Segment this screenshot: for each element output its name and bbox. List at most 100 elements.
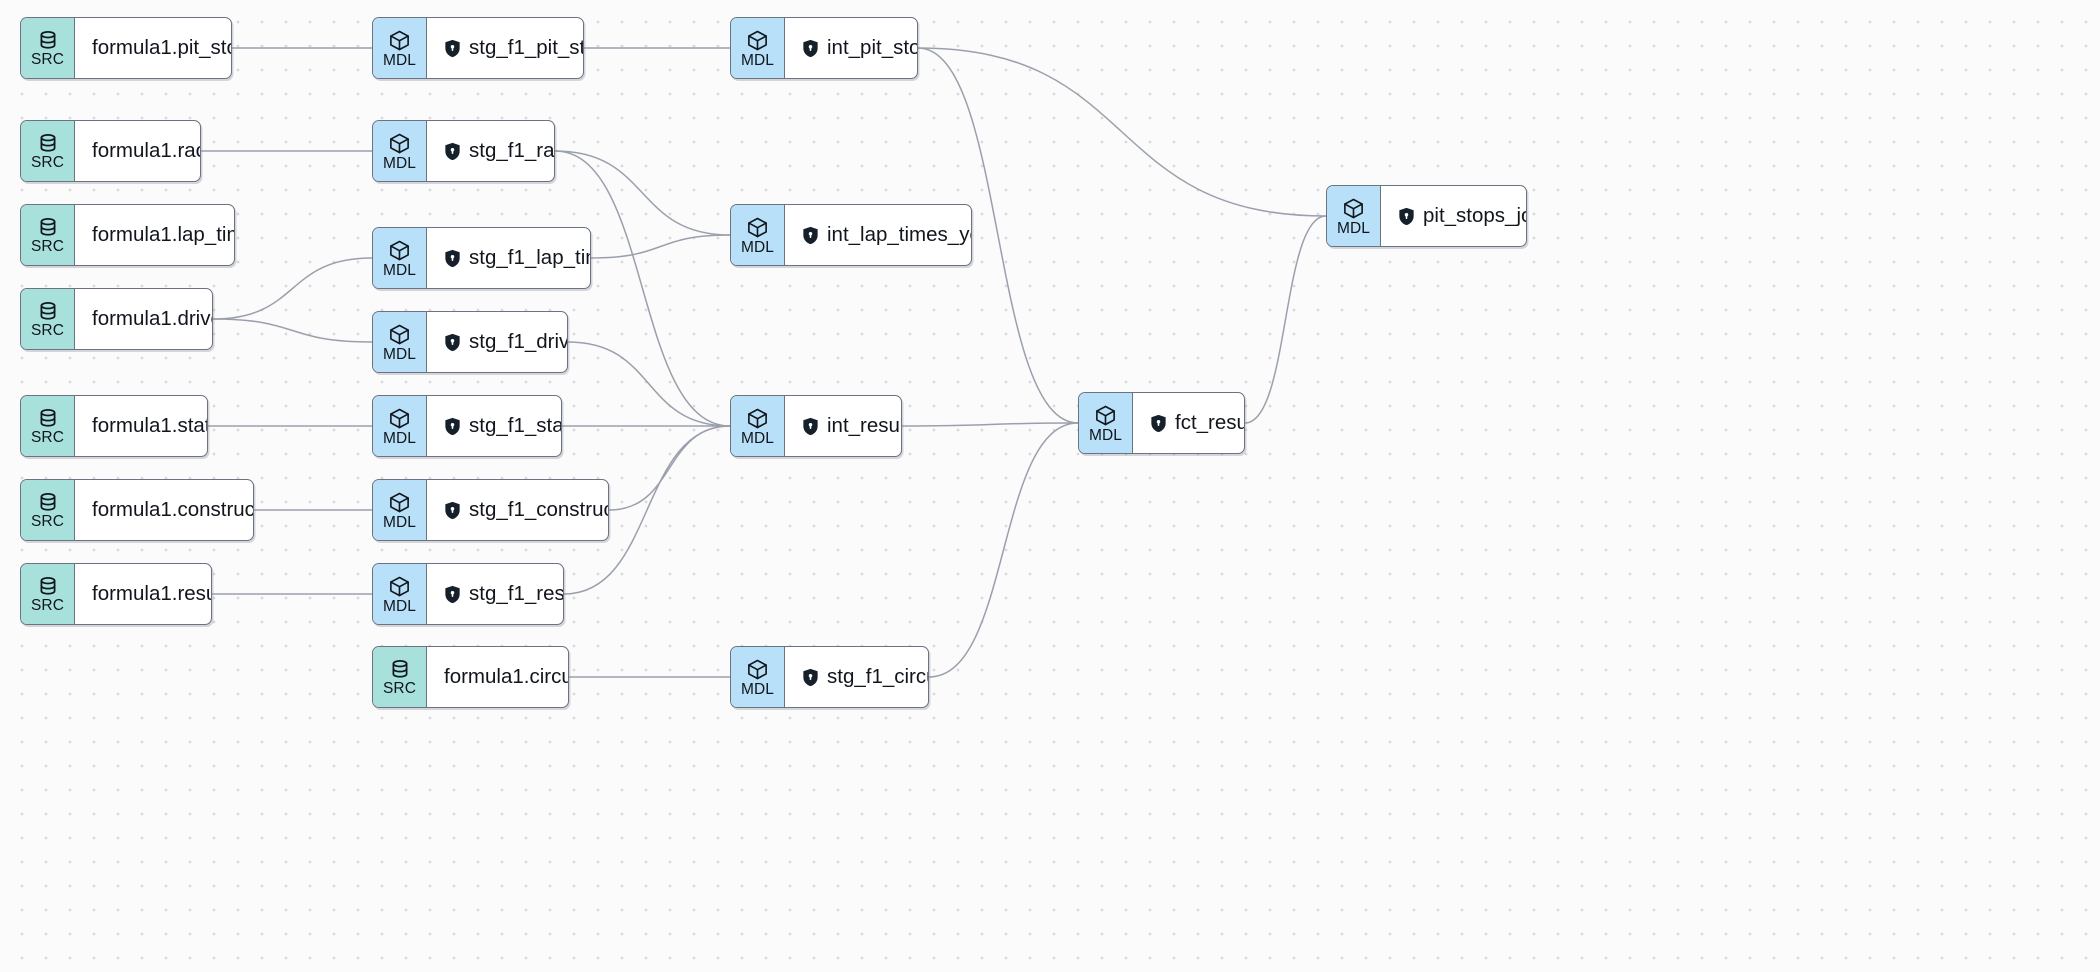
graph-node-stg_lap_times[interactable]: MDL stg_f1_lap_times bbox=[372, 227, 591, 289]
graph-edge-stg_drivers-to-int_results bbox=[567, 341, 731, 427]
node-label: formula1.constructors bbox=[92, 497, 254, 521]
badge-label: MDL bbox=[382, 261, 417, 279]
node-body: formula1.status bbox=[75, 396, 207, 456]
badge-label: MDL bbox=[740, 429, 775, 447]
badge-label: SRC bbox=[30, 322, 65, 340]
node-body: stg_f1_pit_stops bbox=[427, 18, 583, 78]
graph-node-src_circuits[interactable]: SRC formula1.circuits bbox=[372, 646, 569, 708]
node-body: pit_stops_joined bbox=[1381, 186, 1526, 246]
shield-lock-icon bbox=[444, 417, 461, 436]
model-badge: MDL bbox=[373, 18, 427, 78]
graph-edge-stg_lap_times-to-int_lap_times_years bbox=[590, 234, 731, 259]
cube-icon bbox=[388, 239, 411, 262]
badge-label: SRC bbox=[30, 51, 65, 69]
node-label: formula1.status bbox=[92, 413, 207, 437]
model-badge: MDL bbox=[1079, 393, 1133, 453]
graph-node-src_races[interactable]: SRC formula1.races bbox=[20, 120, 201, 182]
model-badge: MDL bbox=[373, 121, 427, 181]
badge-label: MDL bbox=[1088, 426, 1123, 444]
model-badge: MDL bbox=[731, 647, 785, 707]
graph-edge-src_drivers-to-stg_lap_times bbox=[212, 257, 373, 320]
badge-label: MDL bbox=[382, 154, 417, 172]
cube-icon bbox=[746, 29, 769, 52]
source-badge: SRC bbox=[21, 564, 75, 624]
shield-lock-icon bbox=[802, 668, 819, 687]
badge-label: MDL bbox=[740, 680, 775, 698]
shield-lock-icon bbox=[444, 249, 461, 268]
node-label: pit_stops_joined bbox=[1423, 203, 1526, 227]
node-label: stg_f1_circuits bbox=[827, 664, 928, 688]
badge-label: SRC bbox=[30, 429, 65, 447]
source-badge: SRC bbox=[21, 396, 75, 456]
graph-node-stg_results[interactable]: MDL stg_f1_results bbox=[372, 563, 564, 625]
badge-label: SRC bbox=[30, 238, 65, 256]
graph-node-stg_circuits[interactable]: MDL stg_f1_circuits bbox=[730, 646, 929, 708]
source-badge: SRC bbox=[21, 18, 75, 78]
graph-edge-stg_races-to-int_lap_times_years bbox=[554, 150, 731, 236]
shield-lock-icon bbox=[1150, 414, 1167, 433]
database-icon bbox=[389, 658, 411, 680]
node-body: formula1.races bbox=[75, 121, 200, 181]
database-icon bbox=[37, 132, 59, 154]
source-badge: SRC bbox=[21, 480, 75, 540]
node-label: int_lap_times_years bbox=[827, 222, 971, 246]
database-icon bbox=[37, 575, 59, 597]
node-label: formula1.lap_times bbox=[92, 222, 234, 246]
shield-lock-icon bbox=[444, 39, 461, 58]
model-badge: MDL bbox=[373, 564, 427, 624]
graph-edge-int_results-to-fct_results bbox=[901, 422, 1079, 427]
node-label: stg_f1_results bbox=[469, 581, 564, 605]
graph-edge-stg_constructors-to-int_results bbox=[608, 425, 731, 511]
graph-node-src_constructors[interactable]: SRC formula1.constructors bbox=[20, 479, 254, 541]
graph-node-stg_pit_stops[interactable]: MDL stg_f1_pit_stops bbox=[372, 17, 584, 79]
shield-lock-icon bbox=[444, 585, 461, 604]
graph-node-src_lap_times[interactable]: SRC formula1.lap_times bbox=[20, 204, 235, 266]
node-label: stg_f1_lap_times bbox=[469, 245, 590, 269]
graph-node-pit_stops_joined[interactable]: MDL pit_stops_joined bbox=[1326, 185, 1527, 247]
node-body: stg_f1_circuits bbox=[785, 647, 928, 707]
graph-node-int_results[interactable]: MDL int_results bbox=[730, 395, 902, 457]
model-badge: MDL bbox=[373, 312, 427, 372]
cube-icon bbox=[388, 491, 411, 514]
database-icon bbox=[37, 407, 59, 429]
node-label: formula1.circuits bbox=[444, 664, 568, 688]
node-label: int_pit_stops bbox=[827, 35, 917, 59]
badge-label: SRC bbox=[30, 154, 65, 172]
badge-label: SRC bbox=[382, 680, 417, 698]
shield-lock-icon bbox=[444, 142, 461, 161]
model-badge: MDL bbox=[731, 205, 785, 265]
shield-lock-icon bbox=[444, 333, 461, 352]
node-label: int_results bbox=[827, 413, 901, 437]
node-body: int_pit_stops bbox=[785, 18, 917, 78]
cube-icon bbox=[388, 29, 411, 52]
graph-node-src_status[interactable]: SRC formula1.status bbox=[20, 395, 208, 457]
badge-label: MDL bbox=[382, 597, 417, 615]
database-icon bbox=[37, 216, 59, 238]
cube-icon bbox=[746, 407, 769, 430]
cube-icon bbox=[388, 323, 411, 346]
model-badge: MDL bbox=[1327, 186, 1381, 246]
node-label: stg_f1_pit_stops bbox=[469, 35, 583, 59]
cube-icon bbox=[1094, 404, 1117, 427]
node-body: formula1.constructors bbox=[75, 480, 254, 540]
graph-node-int_lap_times_years[interactable]: MDL int_lap_times_years bbox=[730, 204, 972, 266]
shield-lock-icon bbox=[802, 417, 819, 436]
model-badge: MDL bbox=[373, 480, 427, 540]
cube-icon bbox=[388, 575, 411, 598]
badge-label: MDL bbox=[382, 429, 417, 447]
graph-edge-src_drivers-to-stg_drivers bbox=[212, 318, 373, 343]
model-badge: MDL bbox=[373, 396, 427, 456]
database-icon bbox=[37, 29, 59, 51]
node-body: formula1.circuits bbox=[427, 647, 568, 707]
